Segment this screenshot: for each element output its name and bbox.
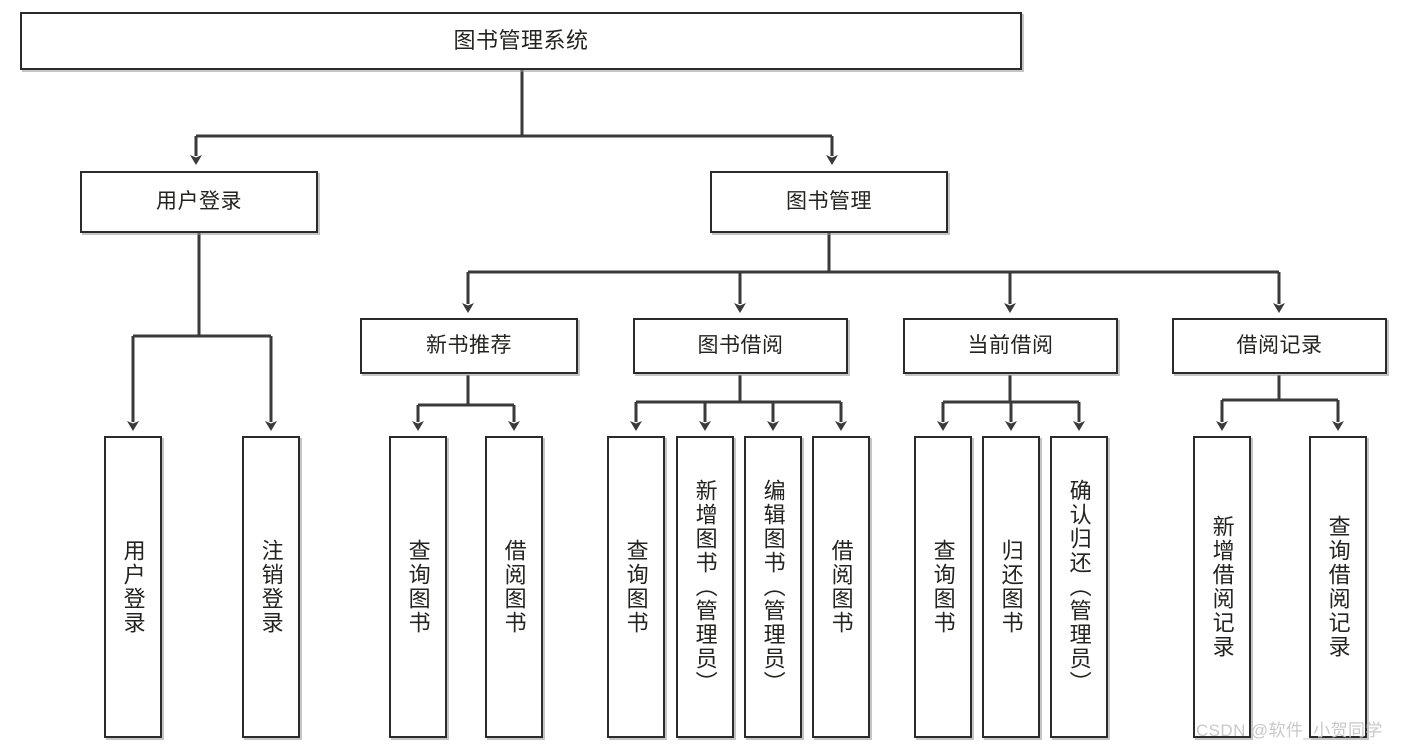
node-leaf-query-book-3[interactable]: 查询图书 — [914, 436, 972, 738]
node-leaf-query-book-1-label: 查询图书 — [405, 539, 431, 635]
node-leaf-logout-label: 注销登录 — [258, 539, 284, 635]
node-user-login[interactable]: 用户登录 — [80, 171, 318, 233]
csdn-watermark: CSDN @软件_小贺同学 — [1196, 721, 1383, 740]
node-leaf-add-record-label: 新增借阅记录 — [1209, 515, 1235, 659]
node-leaf-edit-book[interactable]: 编辑图书（管理员） — [744, 436, 802, 738]
node-leaf-borrow-book-2-label: 借阅图书 — [828, 539, 854, 635]
node-leaf-edit-book-label: 编辑图书（管理员） — [760, 479, 786, 695]
node-leaf-user-login-label: 用户登录 — [120, 539, 146, 635]
node-leaf-add-record[interactable]: 新增借阅记录 — [1193, 436, 1251, 738]
node-leaf-borrow-book-2[interactable]: 借阅图书 — [812, 436, 870, 738]
node-leaf-return-book-label: 归还图书 — [998, 539, 1024, 635]
node-leaf-return-book[interactable]: 归还图书 — [982, 436, 1040, 738]
node-borrow-record-label: 借阅记录 — [1236, 333, 1323, 357]
node-book-borrow[interactable]: 图书借阅 — [633, 318, 848, 374]
node-leaf-user-login[interactable]: 用户登录 — [104, 436, 162, 738]
node-leaf-query-record[interactable]: 查询借阅记录 — [1309, 436, 1367, 738]
node-current-borrow-label: 当前借阅 — [967, 333, 1054, 357]
node-new-book-rec[interactable]: 新书推荐 — [360, 318, 578, 374]
node-borrow-record[interactable]: 借阅记录 — [1172, 318, 1387, 374]
node-current-borrow[interactable]: 当前借阅 — [903, 318, 1118, 374]
node-book-borrow-label: 图书借阅 — [697, 333, 784, 357]
node-leaf-query-record-label: 查询借阅记录 — [1325, 515, 1351, 659]
node-root[interactable]: 图书管理系统 — [20, 12, 1022, 70]
node-new-book-rec-label: 新书推荐 — [426, 333, 512, 357]
node-leaf-borrow-book-1-label: 借阅图书 — [501, 539, 527, 635]
node-user-login-label: 用户登录 — [156, 189, 242, 213]
node-root-label: 图书管理系统 — [453, 28, 589, 54]
node-leaf-confirm-return-label: 确认归还（管理员） — [1066, 479, 1092, 695]
node-book-manage[interactable]: 图书管理 — [710, 171, 948, 233]
node-book-manage-label: 图书管理 — [786, 189, 872, 213]
node-leaf-add-book[interactable]: 新增图书（管理员） — [676, 436, 734, 738]
node-leaf-logout[interactable]: 注销登录 — [242, 436, 300, 738]
node-leaf-query-book-2-label: 查询图书 — [623, 539, 649, 635]
node-leaf-query-book-2[interactable]: 查询图书 — [607, 436, 665, 738]
node-leaf-query-book-3-label: 查询图书 — [930, 539, 956, 635]
node-leaf-query-book-1[interactable]: 查询图书 — [389, 436, 447, 738]
node-leaf-add-book-label: 新增图书（管理员） — [692, 479, 718, 695]
node-leaf-borrow-book-1[interactable]: 借阅图书 — [485, 436, 543, 738]
node-leaf-confirm-return[interactable]: 确认归还（管理员） — [1050, 436, 1108, 738]
